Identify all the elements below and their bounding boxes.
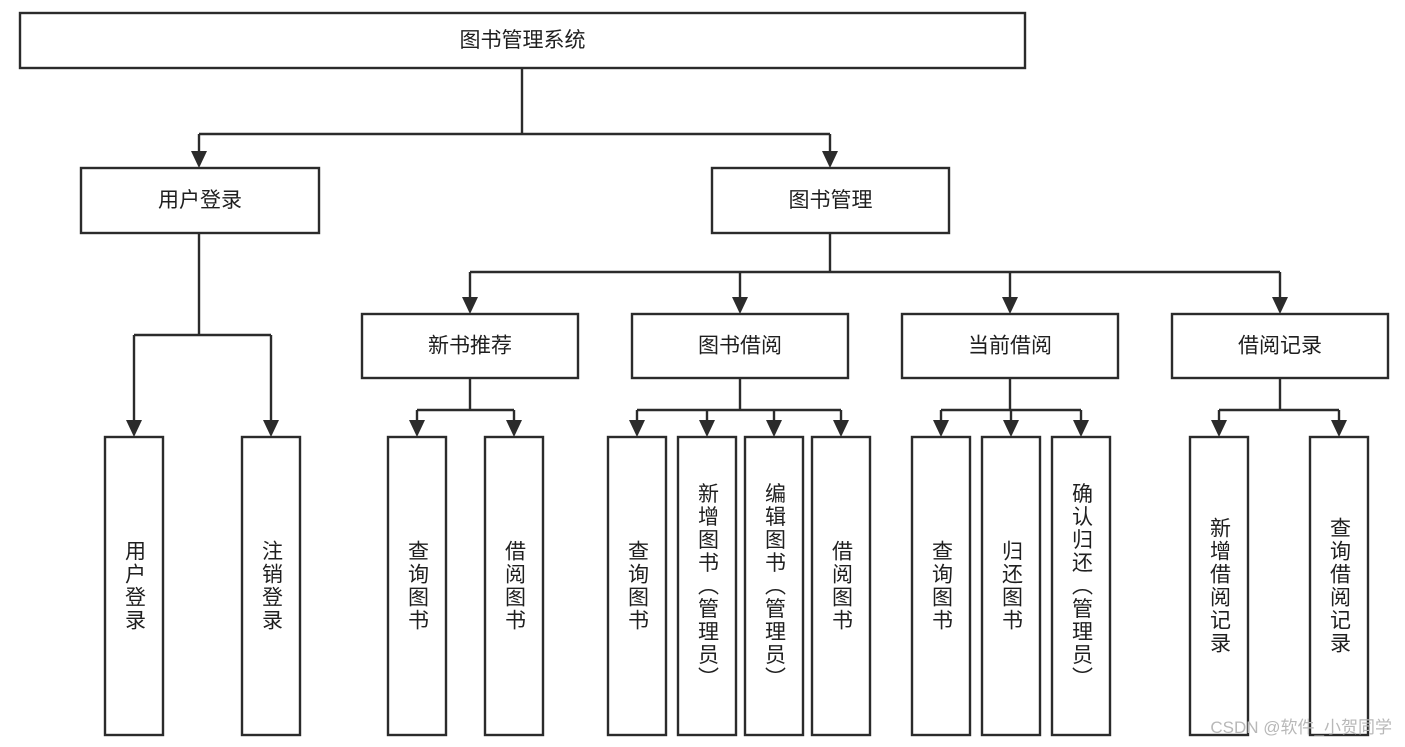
node-box xyxy=(630,312,850,380)
connector-conn-bookborrow-to-leaves xyxy=(629,378,849,437)
leaf-node-leaf-query-book-1[interactable]: 查询图书 xyxy=(386,435,448,737)
arrow-head-icon xyxy=(1331,420,1347,437)
level2-node-book-manage[interactable]: 图书管理 xyxy=(710,166,951,235)
node-label: 查询图书 xyxy=(930,540,954,632)
node-label: 归还图书 xyxy=(1000,540,1024,632)
node-box xyxy=(1188,435,1250,737)
node-label: 注销登录 xyxy=(260,540,284,632)
node-label: 查询图书 xyxy=(406,540,430,632)
node-box xyxy=(79,166,321,235)
arrow-head-icon xyxy=(933,420,949,437)
node-label: 查询借阅记录 xyxy=(1328,517,1352,655)
arrow-head-icon xyxy=(766,420,782,437)
leaf-node-leaf-user-login[interactable]: 用户登录 xyxy=(103,435,165,737)
level2-node-user-login[interactable]: 用户登录 xyxy=(79,166,321,235)
node-label: 用户登录 xyxy=(158,189,242,212)
leaf-node-leaf-query-book-3[interactable]: 查询图书 xyxy=(910,435,972,737)
node-box xyxy=(1050,435,1112,737)
connector-conn-userlogin-to-leaves xyxy=(126,233,279,437)
node-label: 借阅记录 xyxy=(1238,335,1322,358)
connector-conn-newbook-to-leaves xyxy=(409,378,522,437)
arrow-head-icon xyxy=(1272,297,1288,314)
leaf-node-leaf-query-record[interactable]: 查询借阅记录 xyxy=(1308,435,1370,737)
node-box xyxy=(676,435,738,737)
node-label: 图书管理系统 xyxy=(460,29,586,52)
node-label: 新书推荐 xyxy=(428,335,512,358)
leaf-node-leaf-borrow-book-1[interactable]: 借阅图书 xyxy=(483,435,545,737)
arrow-head-icon xyxy=(191,151,207,168)
node-label: 新增借阅记录 xyxy=(1208,517,1232,655)
connector-conn-currentborrow-to-leaves xyxy=(933,378,1089,437)
node-label: 查询图书 xyxy=(626,540,650,632)
leaf-node-leaf-borrow-book-2[interactable]: 借阅图书 xyxy=(810,435,872,737)
node-label: 图书借阅 xyxy=(698,335,782,358)
node-box xyxy=(980,435,1042,737)
arrow-head-icon xyxy=(1003,420,1019,437)
leaf-node-leaf-confirm-return[interactable]: 确认归还（管理员） xyxy=(1050,435,1112,737)
node-label: 用户登录 xyxy=(123,540,147,632)
node-box xyxy=(483,435,545,737)
arrow-head-icon xyxy=(732,297,748,314)
leaf-node-leaf-add-record[interactable]: 新增借阅记录 xyxy=(1188,435,1250,737)
node-box xyxy=(240,435,302,737)
node-label: 图书管理 xyxy=(789,189,873,212)
arrow-head-icon xyxy=(126,420,142,437)
arrow-head-icon xyxy=(263,420,279,437)
leaf-node-leaf-return-book[interactable]: 归还图书 xyxy=(980,435,1042,737)
arrow-head-icon xyxy=(822,151,838,168)
csdn-watermark: CSDN @软件_小贺同学 xyxy=(1210,718,1392,737)
leaf-node-leaf-query-book-2[interactable]: 查询图书 xyxy=(606,435,668,737)
arrow-head-icon xyxy=(506,420,522,437)
node-box xyxy=(386,435,448,737)
arrow-head-icon xyxy=(409,420,425,437)
node-box xyxy=(710,166,951,235)
connector-conn-borrowrecord-to-leaves xyxy=(1211,378,1347,437)
arrow-head-icon xyxy=(699,420,715,437)
level3-node-current-borrow[interactable]: 当前借阅 xyxy=(900,312,1120,380)
node-box xyxy=(743,435,805,737)
node-box xyxy=(103,435,165,737)
connector-conn-bookmanage-to-level3 xyxy=(462,233,1288,314)
node-box xyxy=(900,312,1120,380)
level3-node-new-book-rec[interactable]: 新书推荐 xyxy=(360,312,580,380)
watermark-layer: CSDN @软件_小贺同学 xyxy=(1210,718,1392,737)
node-label: 借阅图书 xyxy=(830,540,854,632)
level3-node-borrow-record[interactable]: 借阅记录 xyxy=(1170,312,1390,380)
node-label: 当前借阅 xyxy=(968,335,1052,358)
leaf-node-leaf-edit-book[interactable]: 编辑图书（管理员） xyxy=(743,435,805,737)
node-box xyxy=(1308,435,1370,737)
arrow-head-icon xyxy=(1073,420,1089,437)
node-box xyxy=(360,312,580,380)
arrow-head-icon xyxy=(629,420,645,437)
node-box xyxy=(606,435,668,737)
node-layer: 图书管理系统用户登录图书管理新书推荐图书借阅当前借阅借阅记录用户登录注销登录查询… xyxy=(18,11,1390,737)
arrow-head-icon xyxy=(462,297,478,314)
arrow-head-icon xyxy=(1211,420,1227,437)
node-box xyxy=(910,435,972,737)
arrow-head-icon xyxy=(1002,297,1018,314)
connector-conn-root-to-level2 xyxy=(191,68,838,168)
leaf-node-leaf-add-book[interactable]: 新增图书（管理员） xyxy=(676,435,738,737)
node-label: 新增图书（管理员） xyxy=(696,483,720,690)
leaf-node-leaf-user-logout[interactable]: 注销登录 xyxy=(240,435,302,737)
arrow-head-icon xyxy=(833,420,849,437)
node-label: 借阅图书 xyxy=(503,540,527,632)
node-box xyxy=(810,435,872,737)
node-label: 确认归还（管理员） xyxy=(1070,483,1094,690)
root-node-root[interactable]: 图书管理系统 xyxy=(18,11,1027,70)
level3-node-book-borrow[interactable]: 图书借阅 xyxy=(630,312,850,380)
node-label: 编辑图书（管理员） xyxy=(763,483,787,690)
connector-layer xyxy=(126,68,1347,437)
node-box xyxy=(1170,312,1390,380)
node-box xyxy=(18,11,1027,70)
